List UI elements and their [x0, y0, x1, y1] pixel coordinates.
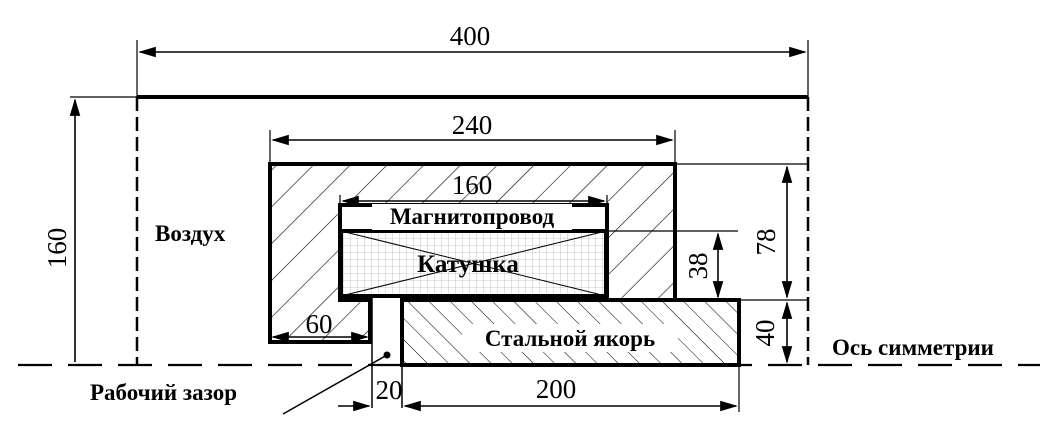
dim-240-value: 240 — [452, 110, 493, 140]
dim-200-value: 200 — [536, 374, 577, 404]
dim-400-value: 400 — [450, 21, 491, 51]
gap-leader — [282, 354, 388, 415]
dim-78-value: 78 — [751, 229, 781, 256]
dim-160v-value: 160 — [42, 228, 72, 269]
dim-160-value: 160 — [452, 170, 493, 200]
dim-20-value: 20 — [376, 375, 403, 405]
dim-60-value: 60 — [306, 309, 333, 339]
dim-38-value: 38 — [683, 253, 713, 280]
air-label: Воздух — [155, 221, 226, 246]
armature-label: Стальной якорь — [485, 326, 655, 351]
working-gap-label: Рабочий зазор — [90, 380, 237, 405]
dim-40-value: 40 — [750, 320, 780, 347]
coil-label: Катушка — [417, 251, 519, 278]
magnetic-core-label: Магнитопровод — [390, 204, 555, 229]
steel-armature — [400, 298, 741, 367]
symmetry-axis-label: Ось симметрии — [832, 335, 994, 360]
